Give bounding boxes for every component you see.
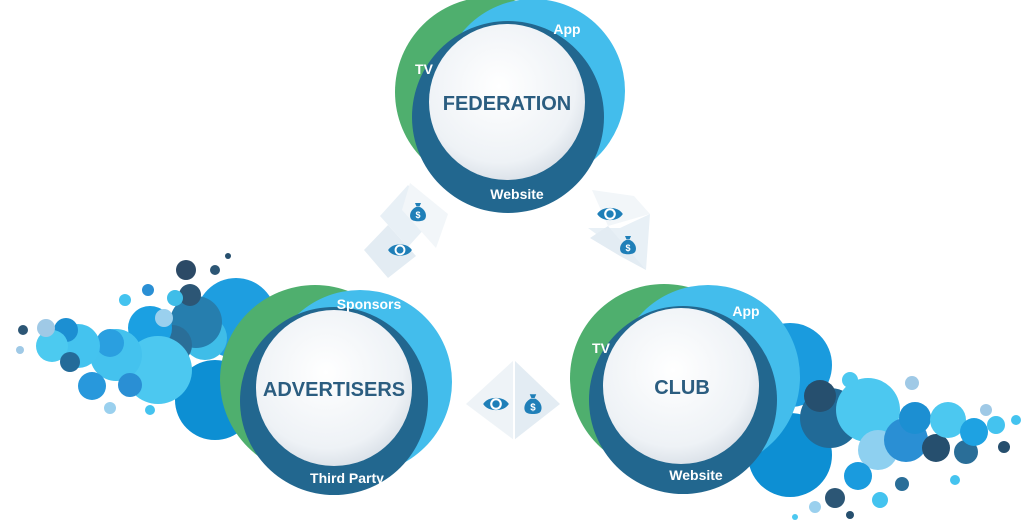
federation-title: FEDERATION [443,93,572,115]
advertisers-node: ADVERTISERS Sponsors Third Party [220,285,452,495]
club-tv-label: TV [592,340,611,356]
federation-app-label: App [553,21,580,37]
club-app-label: App [732,303,759,319]
federation-core [429,24,585,180]
advertisers-core [256,310,412,466]
club-title: CLUB [654,377,710,399]
club-core [603,308,759,464]
connector-left [364,183,448,278]
federation-tv-label: TV [415,61,434,77]
federation-node: FEDERATION TV App Website [395,0,625,213]
federation-website-label: Website [490,186,544,202]
advertisers-third-party-label: Third Party [310,470,384,486]
left-bubble-cluster [16,253,276,440]
club-website-label: Website [669,467,723,483]
connector-right [588,190,650,270]
connector-bottom [466,360,560,440]
advertisers-title: ADVERTISERS [263,379,405,401]
advertisers-sponsors-label: Sponsors [337,296,402,312]
club-node: CLUB TV App Website [570,284,800,494]
